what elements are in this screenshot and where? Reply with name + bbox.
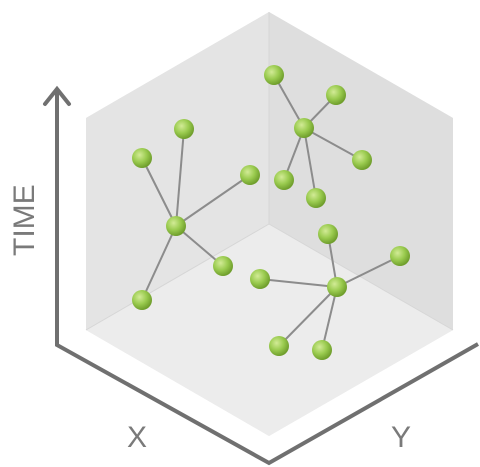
- network-node-hub: [166, 216, 186, 236]
- network-node-hub: [294, 118, 314, 138]
- edge: [321, 286, 338, 351]
- edge: [303, 127, 317, 199]
- network-node: [390, 246, 410, 266]
- network-node: [269, 336, 289, 356]
- network-node: [306, 188, 326, 208]
- cube: [85, 12, 454, 436]
- network-clusters: [132, 65, 410, 360]
- edge: [278, 286, 338, 347]
- cluster-left: [132, 119, 260, 310]
- network-node: [352, 150, 372, 170]
- time-axis-line: [55, 92, 479, 466]
- network-node: [318, 224, 338, 244]
- cube-inner-edge-left: [85, 223, 270, 331]
- network-node: [132, 290, 152, 310]
- cluster-bottom-right-nodes: [250, 224, 410, 360]
- edge: [175, 225, 224, 267]
- cluster-left-nodes: [132, 119, 260, 310]
- edge: [141, 157, 177, 227]
- cluster-top-right-nodes: [264, 65, 372, 208]
- network-node: [240, 165, 260, 185]
- y-axis-label: Y: [391, 421, 411, 454]
- cluster-top-right: [264, 65, 372, 208]
- cluster-bottom-right: [250, 224, 410, 360]
- x-axis-label: X: [127, 421, 147, 454]
- network-node: [132, 148, 152, 168]
- edge: [273, 74, 305, 129]
- edge: [336, 255, 401, 288]
- edge: [175, 174, 251, 227]
- axes: TIME X Y: [8, 85, 479, 466]
- network-node: [326, 85, 346, 105]
- network-node: [264, 65, 284, 85]
- edge: [259, 278, 338, 288]
- edge: [175, 128, 185, 227]
- time-axis-label: TIME: [8, 184, 41, 256]
- network-node: [213, 256, 233, 276]
- cluster-left-edges: [141, 128, 251, 301]
- network-node: [312, 340, 332, 360]
- cube-inner-edge-right: [268, 223, 454, 331]
- edge: [303, 127, 363, 161]
- network-node-hub: [327, 277, 347, 297]
- network-node: [250, 269, 270, 289]
- network-node: [174, 119, 194, 139]
- time-axis-arrowhead: [43, 85, 71, 106]
- network-node: [274, 170, 294, 190]
- edge: [141, 225, 177, 301]
